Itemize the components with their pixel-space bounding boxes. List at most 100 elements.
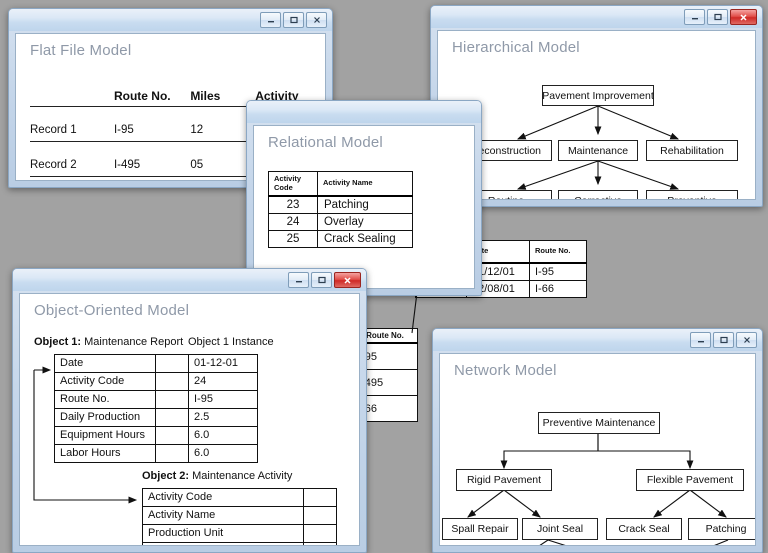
table-header-row: Activity Code Activity Name	[268, 171, 413, 198]
node-joint-seal[interactable]: Joint Seal	[522, 518, 598, 540]
cell-route-no: I-66	[529, 280, 587, 299]
page-title: Flat File Model	[30, 42, 132, 59]
object2-label-rest: Maintenance Activity	[189, 470, 293, 482]
value-equipment-hours: 6.0	[188, 426, 258, 445]
cell-activity-code: 24	[268, 213, 318, 232]
titlebar-relational[interactable]	[247, 101, 481, 123]
node-rehabilitation[interactable]: Rehabilitation	[646, 140, 738, 161]
object2-attribute-table: Activity Code Activity Name Production U…	[141, 488, 338, 545]
table-header-row: Route No. Miles Activity	[30, 76, 322, 107]
col-activity-code: Activity Code	[268, 171, 318, 198]
object-oriented-connectors	[33, 366, 138, 504]
cell-record: Record 2	[30, 159, 77, 171]
node-maintenance[interactable]: Maintenance	[558, 140, 638, 161]
window-hierarchical-model[interactable]: Hierarchical Model Pavement Improvement …	[430, 5, 763, 207]
table-row: Average Daily Production Rate	[141, 542, 338, 545]
table-row: Daily Production	[54, 408, 189, 427]
cell-route-no: I-95	[113, 124, 134, 136]
minimize-icon[interactable]	[260, 12, 281, 28]
table-row: Labor Hours	[54, 444, 189, 463]
node-crack-seal[interactable]: Crack Seal	[606, 518, 682, 540]
attr-value-empty	[303, 542, 338, 545]
minimize-icon[interactable]	[288, 272, 309, 288]
page-title: Relational Model	[268, 134, 383, 151]
maximize-icon[interactable]	[713, 332, 734, 348]
node-pavement-improvement[interactable]: Pavement Improvement	[542, 85, 654, 106]
close-icon[interactable]	[730, 9, 757, 25]
col-activity-name: Activity Name	[317, 171, 413, 198]
window-network-model[interactable]: Network Model Preventive Maintenance Rig…	[432, 328, 763, 553]
close-icon[interactable]	[306, 12, 327, 28]
col-activity: Activity	[255, 89, 299, 103]
value-date: 01-12-01	[188, 354, 258, 373]
flat-file-table: Route No. Miles Activity Record 1 I-95 1…	[30, 76, 322, 180]
attr-daily-production: Daily Production	[54, 408, 156, 427]
titlebar-hierarchical[interactable]	[431, 6, 762, 28]
cell-activity-name: Overlay	[317, 213, 413, 232]
col-route-no: Route No.	[113, 89, 171, 103]
node-preventive[interactable]: Preventive	[646, 190, 738, 199]
table-row: 24 Overlay	[268, 213, 413, 232]
minimize-icon[interactable]	[684, 9, 705, 25]
maximize-icon[interactable]	[707, 9, 728, 25]
table-row: 23 Patching	[268, 195, 413, 215]
relational-activity-table: Activity Code Activity Name 23 Patching …	[268, 171, 413, 249]
object1-instance-label: Object 1 Instance	[188, 336, 274, 348]
network-connectors	[467, 434, 729, 545]
cell-activity-name: Crack Sealing	[317, 230, 413, 249]
cell-record: Record 1	[30, 124, 77, 136]
page-title: Hierarchical Model	[452, 39, 580, 56]
cell-route-no: I-95	[529, 262, 587, 282]
table-row: Equipment Hours	[54, 426, 189, 445]
client-area-object-oriented: Object-Oriented Model Object 1: Maintena…	[19, 293, 360, 546]
titlebar-network[interactable]	[433, 329, 762, 351]
titlebar-flat-file[interactable]	[9, 9, 332, 31]
cell-miles: 12	[190, 124, 204, 136]
minimize-icon[interactable]	[690, 332, 711, 348]
table-row: 25 Crack Sealing	[268, 230, 413, 249]
node-patching[interactable]: Patching	[688, 518, 755, 540]
route-col-header: Route No.	[352, 328, 418, 344]
object1-label: Object 1: Maintenance Report	[34, 336, 183, 348]
node-corrective[interactable]: Corrective	[558, 190, 638, 199]
col-blank	[30, 103, 114, 106]
hierarchical-connectors	[516, 105, 680, 190]
page-title: Network Model	[454, 362, 557, 379]
table-row: 6.0	[188, 444, 258, 463]
value-labor-hours: 6.0	[188, 444, 258, 463]
attr-equipment-hours: Equipment Hours	[54, 426, 156, 445]
close-icon[interactable]	[334, 272, 361, 288]
cell-date: 02/08/01	[466, 280, 530, 299]
object1-label-rest: Maintenance Report	[81, 336, 184, 348]
table-row: Activity Code	[141, 488, 338, 507]
client-area-network: Network Model Preventive Maintenance Rig…	[439, 353, 756, 546]
cell-activity-code: 25	[268, 230, 318, 249]
node-reconstruction[interactable]: Reconstruction	[460, 140, 552, 161]
table-row: Activity Name	[141, 506, 338, 525]
maximize-icon[interactable]	[311, 272, 332, 288]
detail-col-route-no: Route No.	[529, 240, 587, 265]
table-row: 6.0	[188, 426, 258, 445]
object1-instance-table: 01-12-01 24 I-95 2.5 6.0 6.0	[188, 354, 258, 463]
attr-activity-code: Activity Code	[141, 488, 305, 507]
node-rigid-pavement[interactable]: Rigid Pavement	[456, 469, 552, 491]
titlebar-object-oriented[interactable]	[13, 269, 366, 291]
attr-labor-hours: Labor Hours	[54, 444, 156, 463]
window-flat-file-model[interactable]: Flat File Model Route No. Miles Activity…	[8, 8, 333, 188]
node-flexible-pavement[interactable]: Flexible Pavement	[636, 469, 744, 491]
object2-label: Object 2: Maintenance Activity	[142, 470, 292, 482]
close-icon[interactable]	[736, 332, 757, 348]
table-row: Record 2 I-495 05	[30, 142, 322, 177]
node-preventive-maintenance[interactable]: Preventive Maintenance	[538, 412, 660, 434]
maximize-icon[interactable]	[283, 12, 304, 28]
window-relational-model[interactable]: Relational Model Activity Code Activity …	[246, 100, 482, 296]
client-area-hierarchical: Hierarchical Model Pavement Improvement …	[437, 30, 756, 200]
window-object-oriented-model[interactable]: Object-Oriented Model Object 1: Maintena…	[12, 268, 367, 553]
cell-activity-code: 23	[268, 195, 318, 215]
cell-miles: 05	[190, 159, 204, 171]
client-area-relational: Relational Model Activity Code Activity …	[253, 125, 475, 289]
cell-activity-name: Patching	[317, 195, 413, 215]
node-spall-repair[interactable]: Spall Repair	[442, 518, 518, 540]
col-miles: Miles	[190, 89, 221, 103]
object2-label-bold: Object 2:	[142, 470, 190, 482]
